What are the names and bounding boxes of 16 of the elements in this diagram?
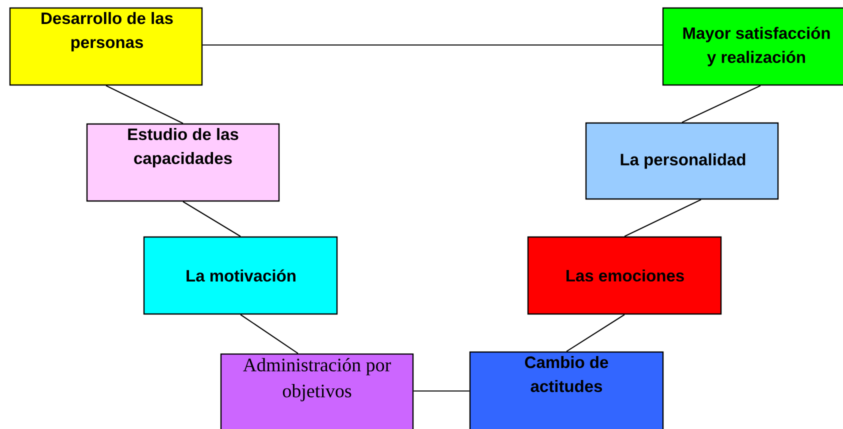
- text-box: Mayor satisfacción y realización: [662, 7, 843, 86]
- text-box: Desarrollo de las personas: [9, 7, 203, 86]
- connector-line: [566, 314, 625, 352]
- text-box: Las emociones: [527, 236, 722, 315]
- connector-line: [682, 85, 761, 123]
- text-box: La personalidad: [585, 122, 779, 200]
- text-box: La motivación: [143, 236, 338, 315]
- connector-line: [624, 199, 702, 237]
- connector-line: [182, 201, 241, 237]
- connector-line: [106, 85, 184, 124]
- connector-line: [202, 44, 662, 46]
- text-box: Cambio de actitudes: [469, 351, 664, 429]
- text-box: Administración por objetivos: [220, 353, 414, 429]
- connector-line: [414, 390, 470, 392]
- text-box: Estudio de las capacidades: [86, 123, 280, 202]
- connector-line: [240, 314, 298, 354]
